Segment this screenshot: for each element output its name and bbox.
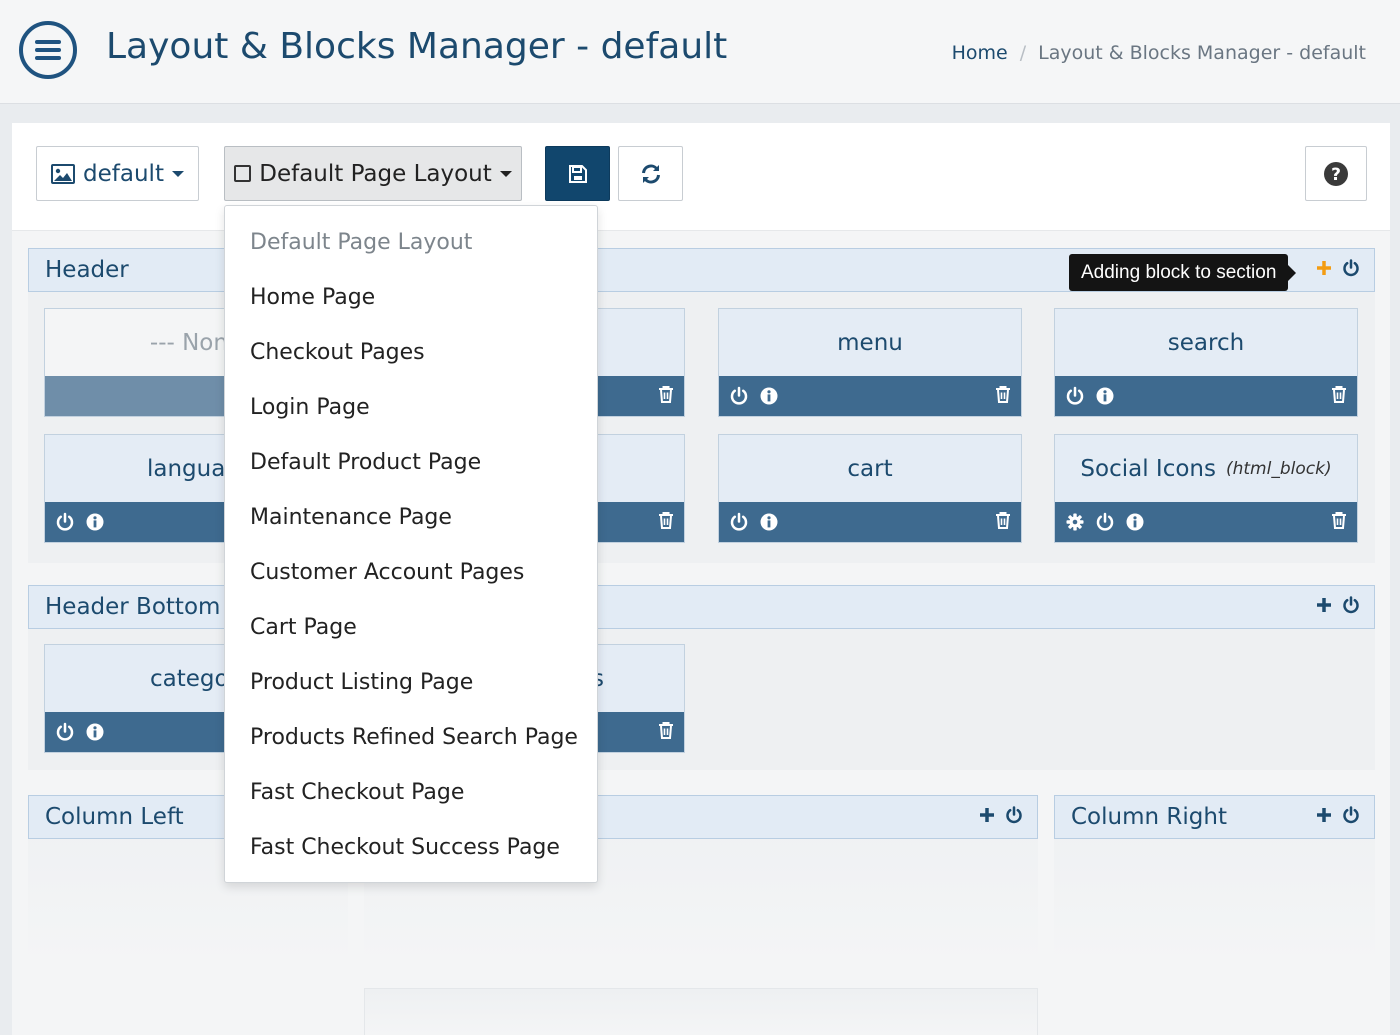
- dropdown-item-product-listing-page[interactable]: Product Listing Page: [250, 670, 474, 695]
- layout-select-button[interactable]: Default Page Layout: [224, 146, 522, 201]
- trash-icon[interactable]: [995, 385, 1011, 403]
- dropdown-item-fast-checkout-page[interactable]: Fast Checkout Page: [250, 780, 465, 805]
- layout-dropdown-menu: Default Page Layout Home Page Checkout P…: [224, 205, 598, 883]
- dropdown-item-maintenance-page[interactable]: Maintenance Page: [250, 505, 452, 530]
- toolbar: default Default Page Layout ?: [12, 123, 1390, 231]
- dropdown-item-fast-checkout-success-page[interactable]: Fast Checkout Success Page: [250, 835, 560, 860]
- trash-icon[interactable]: [1331, 511, 1347, 529]
- column-right-title-bar: Column Right: [1054, 795, 1375, 839]
- dropdown-item-home-page[interactable]: Home Page: [250, 285, 376, 310]
- content-bottom-area: [364, 988, 1038, 1035]
- chevron-down-icon: [499, 170, 512, 177]
- chevron-down-icon: [171, 170, 184, 177]
- breadcrumb-home-link[interactable]: Home: [951, 42, 1008, 64]
- info-icon[interactable]: [85, 512, 105, 532]
- block-card[interactable]: Social Icons (html_block): [1054, 434, 1358, 543]
- info-icon[interactable]: [1125, 512, 1145, 532]
- layout-select-label: Default Page Layout: [259, 160, 492, 187]
- block-name: menu: [719, 309, 1021, 376]
- save-button[interactable]: [545, 146, 610, 201]
- section-title: Column Left: [45, 804, 184, 830]
- info-icon[interactable]: [85, 722, 105, 742]
- help-icon: ?: [1323, 161, 1349, 187]
- block-name: search: [1055, 309, 1357, 376]
- trash-icon[interactable]: [658, 385, 674, 403]
- breadcrumb-separator: /: [1019, 42, 1027, 64]
- menu-icon[interactable]: [19, 21, 77, 79]
- power-icon[interactable]: [1065, 386, 1085, 406]
- top-bar: Layout & Blocks Manager - default Home / L…: [0, 0, 1400, 104]
- power-icon[interactable]: [55, 512, 75, 532]
- power-icon[interactable]: [1342, 806, 1360, 824]
- block-card[interactable]: cart: [718, 434, 1022, 543]
- power-icon[interactable]: [729, 386, 749, 406]
- block-controls: [719, 502, 1021, 542]
- dropdown-item-cart-page[interactable]: Cart Page: [250, 615, 357, 640]
- plus-icon[interactable]: [1316, 260, 1332, 276]
- image-icon: [51, 163, 76, 184]
- plus-icon[interactable]: [1316, 807, 1332, 823]
- refresh-icon: [640, 163, 662, 185]
- gear-icon[interactable]: [1065, 512, 1085, 532]
- refresh-button[interactable]: [618, 146, 683, 201]
- block-label: Social Icons: [1080, 455, 1216, 482]
- section-title: Header Bottom: [45, 594, 221, 620]
- template-select-label: default: [83, 160, 164, 187]
- power-icon[interactable]: [1005, 806, 1023, 824]
- dropdown-item-customer-account-pages[interactable]: Customer Account Pages: [250, 560, 525, 585]
- plus-icon[interactable]: [1316, 597, 1332, 613]
- power-icon[interactable]: [729, 512, 749, 532]
- add-block-tooltip: Adding block to section: [1069, 254, 1297, 291]
- trash-icon[interactable]: [658, 721, 674, 739]
- power-icon[interactable]: [1342, 596, 1360, 614]
- save-icon: [568, 164, 588, 184]
- section-title: Header: [45, 257, 129, 283]
- trash-icon[interactable]: [995, 511, 1011, 529]
- power-icon[interactable]: [1342, 259, 1360, 277]
- breadcrumb-current: Layout & Blocks Manager - default: [1038, 42, 1366, 64]
- info-icon[interactable]: [759, 512, 779, 532]
- info-icon[interactable]: [759, 386, 779, 406]
- section-title: Column Right: [1071, 804, 1227, 830]
- block-controls: [1055, 376, 1357, 416]
- svg-text:?: ?: [1331, 165, 1341, 185]
- power-icon[interactable]: [55, 722, 75, 742]
- block-name: cart: [719, 435, 1021, 502]
- trash-icon[interactable]: [658, 511, 674, 529]
- dropdown-item-default-page-layout: Default Page Layout: [250, 230, 473, 255]
- breadcrumb: Home / Layout & Blocks Manager - default: [952, 42, 1366, 64]
- dropdown-item-login-page[interactable]: Login Page: [250, 395, 370, 420]
- trash-icon[interactable]: [1331, 385, 1347, 403]
- help-button[interactable]: ?: [1305, 146, 1367, 201]
- page-title: Layout & Blocks Manager - default: [106, 26, 728, 67]
- square-icon: [234, 165, 252, 182]
- dropdown-item-checkout-pages[interactable]: Checkout Pages: [250, 340, 425, 365]
- block-card[interactable]: menu: [718, 308, 1022, 417]
- info-icon[interactable]: [1095, 386, 1115, 406]
- block-type: (html_block): [1225, 458, 1332, 479]
- template-select-button[interactable]: default: [36, 146, 199, 201]
- block-controls: [1055, 502, 1357, 542]
- dropdown-item-products-refined-search-page[interactable]: Products Refined Search Page: [250, 725, 578, 750]
- block-controls: [719, 376, 1021, 416]
- block-name: Social Icons (html_block): [1055, 435, 1357, 502]
- block-card[interactable]: search: [1054, 308, 1358, 417]
- power-icon[interactable]: [1095, 512, 1115, 532]
- plus-icon[interactable]: [979, 807, 995, 823]
- dropdown-item-default-product-page[interactable]: Default Product Page: [250, 450, 482, 475]
